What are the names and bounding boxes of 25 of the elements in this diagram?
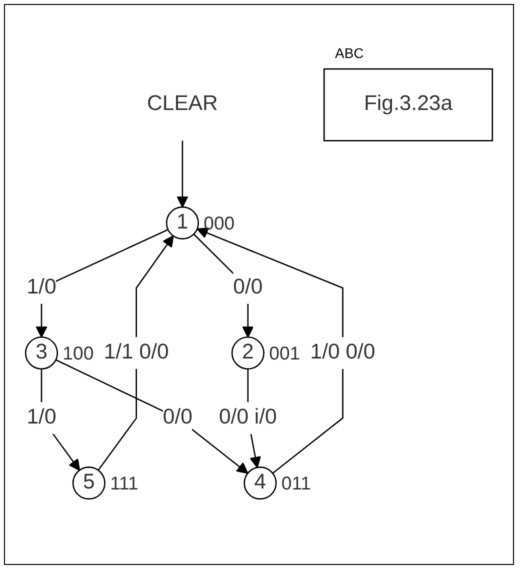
edge-label: 1/0 0/0 xyxy=(310,341,376,364)
node-circle xyxy=(72,466,106,500)
node-circle xyxy=(166,206,199,240)
state-code: 111 xyxy=(110,472,138,494)
node-text: CLEAR xyxy=(147,92,218,116)
state-code: 000 xyxy=(204,212,235,234)
state-code: 100 xyxy=(62,342,94,364)
node-circle xyxy=(24,336,58,370)
edge-label: 1/0 xyxy=(26,276,56,299)
arrow xyxy=(196,227,344,474)
edge-label: 0/0 xyxy=(162,406,192,429)
edge-label: 1/0 xyxy=(26,406,56,429)
arrow xyxy=(176,140,188,208)
arrow xyxy=(56,359,248,474)
figure-frame: ABC 1/0 0/0 1/1 0/0 1/0 0/0 1/0 0/0 0/0 i/0 CLEAR 1 3 2 5 4 Fig.3.23a 000 100 001 111 011 xyxy=(4,4,514,565)
state-code: 011 xyxy=(281,472,312,494)
state-code: 001 xyxy=(269,342,300,364)
edge-label: 1/1 0/0 xyxy=(104,341,169,364)
node-circle xyxy=(231,336,264,370)
node-circle xyxy=(244,466,277,500)
column-header: ABC xyxy=(335,45,364,61)
edge-label: 0/0 i/0 xyxy=(218,406,277,429)
node-box xyxy=(323,68,494,142)
edge-label: 0/0 xyxy=(233,276,263,299)
arrow xyxy=(98,235,174,471)
